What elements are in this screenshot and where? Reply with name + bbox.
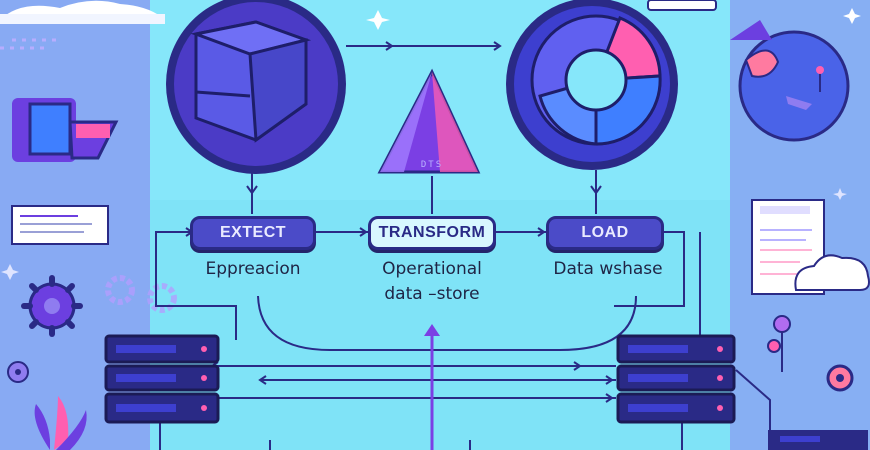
extract-label: EXTECT [190,216,316,250]
load-label: LOAD [546,216,664,250]
server-rack-icon [618,336,734,422]
extract-circle [166,0,346,174]
server-rack-icon [106,336,218,422]
load-caption: Data wshase [528,258,688,280]
load-label-text: LOAD [581,224,628,242]
card-icon [648,0,716,10]
gear-small-icon [8,362,28,382]
transform-caption-line1: Operational [352,258,512,280]
upload-arrow [424,324,440,450]
pie-chart-icon [532,16,660,144]
transform-label: TRANSFORM [368,216,496,250]
gear-small-icon [828,366,852,390]
transform-caption-line2: data –store [352,283,512,305]
extract-caption: Eppreacion [178,258,328,280]
gear-icon [24,278,80,334]
load-circle [506,0,678,170]
transform-label-text: TRANSFORM [379,224,486,242]
document-icon [12,206,108,244]
pyramid-mark: DTS [386,154,478,176]
extract-label-text: EXTECT [220,224,286,242]
